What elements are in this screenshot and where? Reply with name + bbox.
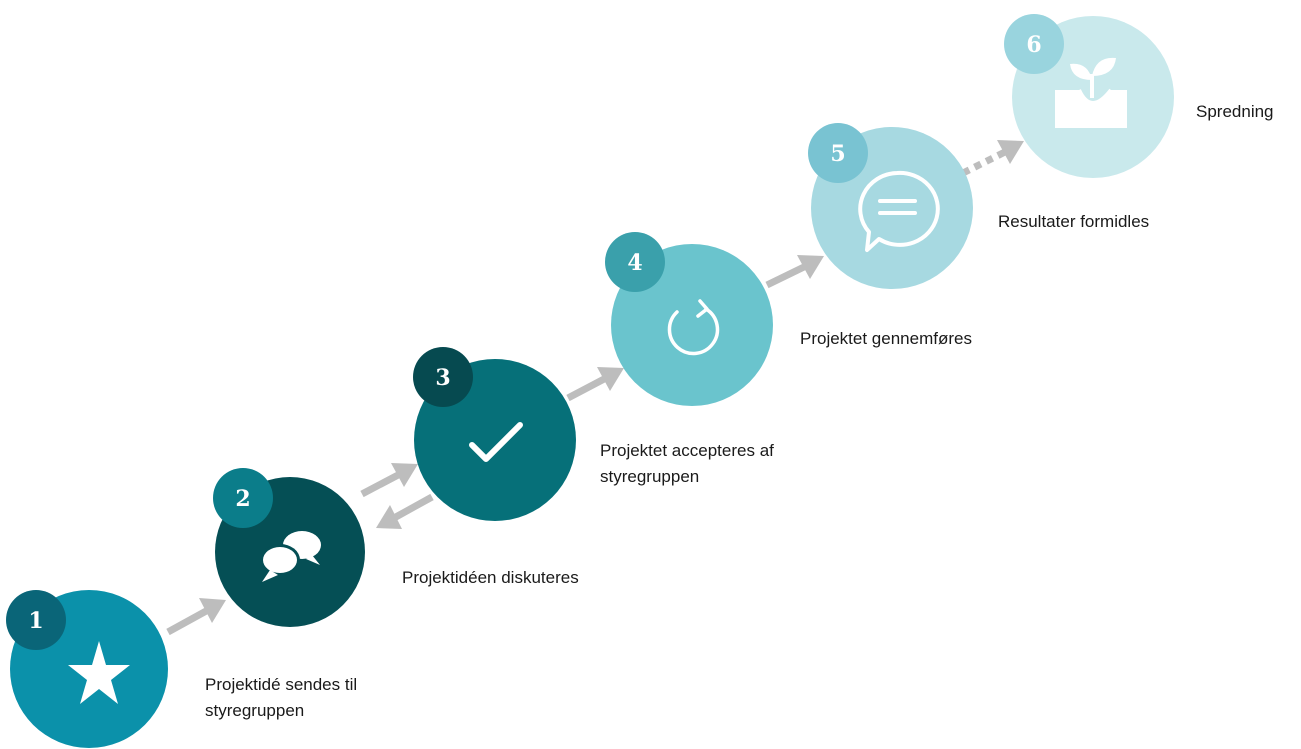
arrow-1-to-2 [166,598,226,636]
step-number: 6 [1026,32,1041,58]
star-icon [68,641,130,704]
chat-bubble-icon [858,170,940,252]
step-badge [6,590,66,650]
cycle-arrow-icon [667,299,720,356]
step-number: 2 [235,486,250,512]
step-label-line-1: Projektet accepteres af [600,441,774,460]
step-badge [808,123,868,183]
arrow-5-to-6-dotted [961,140,1024,177]
step-number: 3 [435,365,450,391]
step-2: 2 Projektidéen diskuteres [213,468,579,627]
checkmark-icon [469,422,523,462]
step-badge [213,468,273,528]
step-label: Spredning [1196,102,1274,121]
step-label-line-1: Projektidé sendes til [205,675,357,694]
step-1: 1 Projektidé sendes til styregruppen [6,590,357,748]
step-4: 4 Projektet gennemføres [605,232,972,406]
step-label: Projektidé sendes til styregruppen [205,675,357,720]
speech-bubbles-icon [260,531,321,582]
connectors [166,140,1024,636]
step-badge [1004,14,1064,74]
step-label: Resultater formidles [998,212,1149,231]
step-badge [413,347,473,407]
step-3: 3 Projektet accepteres af styregruppen [413,347,774,521]
step-number: 4 [627,250,642,276]
sprout-icon [1055,57,1127,128]
step-number: 1 [28,608,43,634]
step-6: 6 Spredning [1004,14,1274,178]
step-5: 5 Resultater formidles [808,123,1149,289]
step-label: Projektet gennemføres [800,329,972,348]
arrow-2-to-3 [360,463,418,498]
arrow-3-to-2 [376,493,434,529]
step-label-line-2: styregruppen [600,467,699,486]
step-number: 5 [830,141,845,167]
step-label: Projektidéen diskuteres [402,568,579,587]
step-badge [605,232,665,292]
arrow-4-to-5 [765,255,824,289]
arrow-3-to-4 [566,367,624,402]
step-label-line-2: styregruppen [205,701,304,720]
step-label: Projektet accepteres af styregruppen [600,441,774,486]
